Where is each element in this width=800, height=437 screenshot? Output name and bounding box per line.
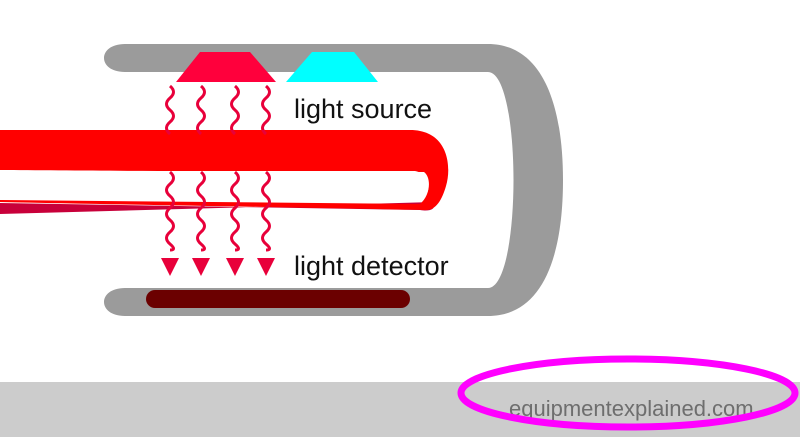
light-detector-sensor — [146, 290, 410, 308]
wavy-arrow-icon — [196, 84, 206, 252]
finger — [0, 130, 449, 210]
infrared-led-icon — [286, 52, 378, 82]
light-source-label: light source — [294, 94, 432, 124]
arrow-head-icon — [161, 258, 179, 276]
probe-housing — [104, 44, 563, 316]
highlight-ellipse — [457, 355, 799, 431]
arrow-head-icon — [257, 258, 275, 276]
watermark-text: equipmentexplained.com — [509, 396, 754, 421]
wavy-arrow-icon — [261, 84, 271, 252]
light-waves — [161, 84, 275, 276]
red-led-icon — [176, 52, 276, 82]
arrow-head-icon — [192, 258, 210, 276]
light-detector-label: light detector — [294, 251, 449, 281]
arrow-head-icon — [226, 258, 244, 276]
wavy-arrow-icon — [165, 84, 175, 252]
wavy-arrow-icon — [230, 84, 240, 252]
finger-inner-gap — [0, 171, 429, 200]
